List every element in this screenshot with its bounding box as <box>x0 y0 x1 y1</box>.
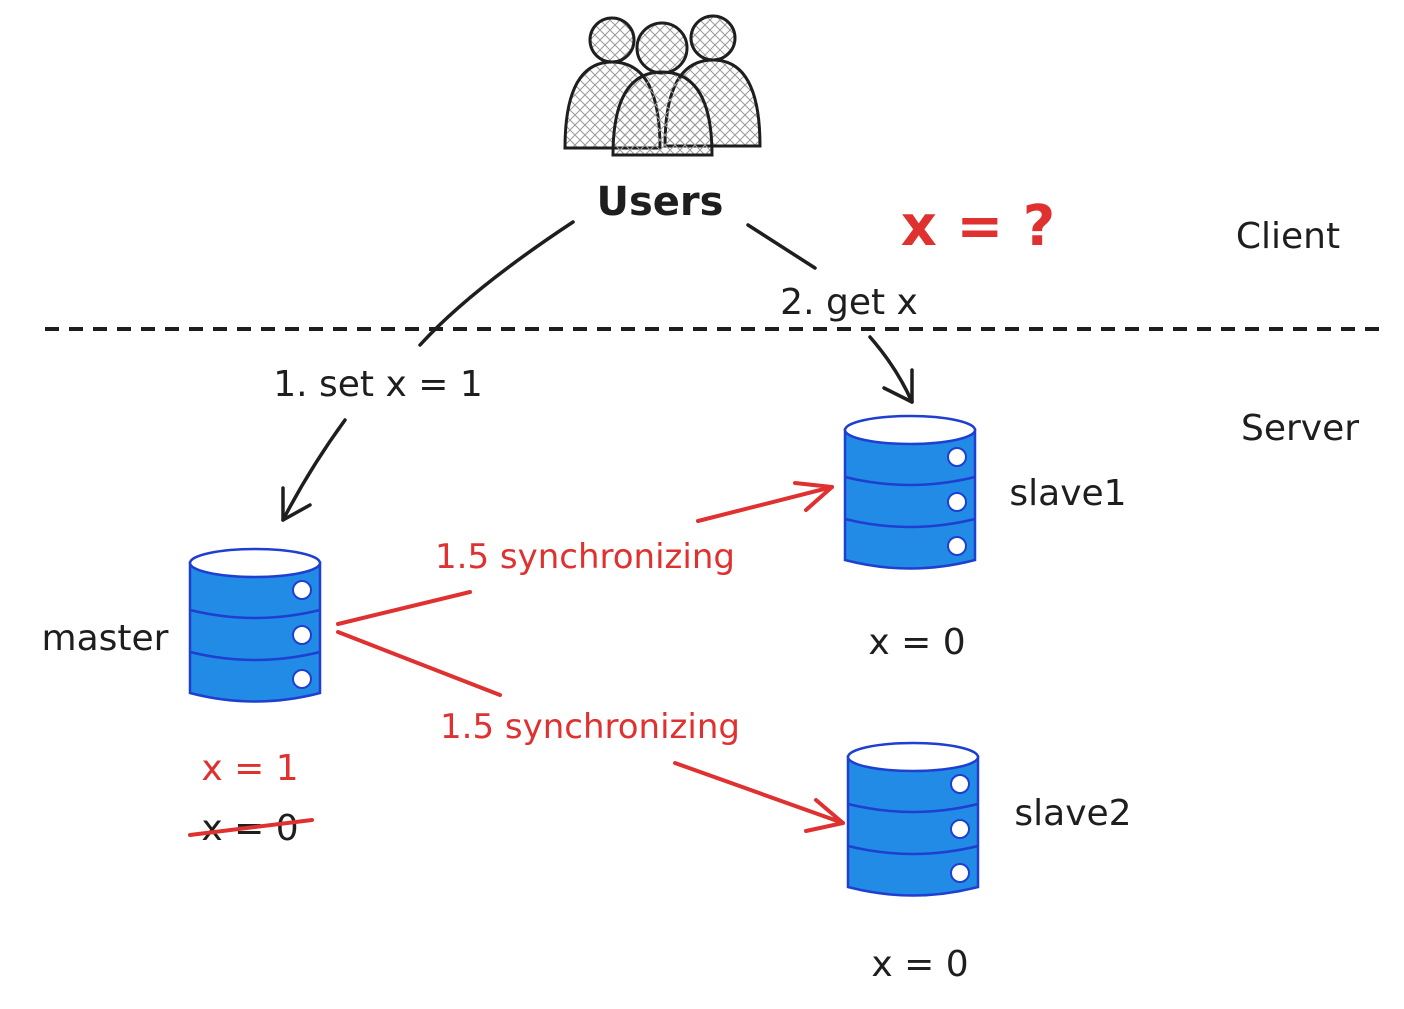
slave2-database-icon <box>846 741 980 897</box>
client-label: Client <box>1236 216 1340 257</box>
slave1-value: x = 0 <box>868 622 965 663</box>
master-database-icon <box>188 547 322 703</box>
strikethrough <box>188 818 314 837</box>
users-label: Users <box>597 179 724 225</box>
sync-arrow-slave2 <box>336 630 845 833</box>
get-request-label: 2. get x <box>780 282 918 323</box>
users-icon <box>563 14 762 157</box>
sync-label-bottom: 1.5 synchronizing <box>440 707 740 747</box>
slave1-database-icon <box>843 414 977 570</box>
set-arrow <box>281 220 575 522</box>
master-value-new: x = 1 <box>201 748 298 789</box>
question-label: x = ? <box>901 194 1056 259</box>
slave2-value: x = 0 <box>871 944 968 985</box>
sync-label-top: 1.5 synchronizing <box>435 537 735 577</box>
slave2-label: slave2 <box>1014 793 1131 834</box>
slave1-label: slave1 <box>1009 473 1126 514</box>
server-label: Server <box>1241 408 1359 449</box>
master-label: master <box>42 618 169 659</box>
set-request-label: 1. set x = 1 <box>273 364 483 405</box>
get-arrow <box>746 223 914 404</box>
sync-arrow-slave1 <box>336 481 834 626</box>
